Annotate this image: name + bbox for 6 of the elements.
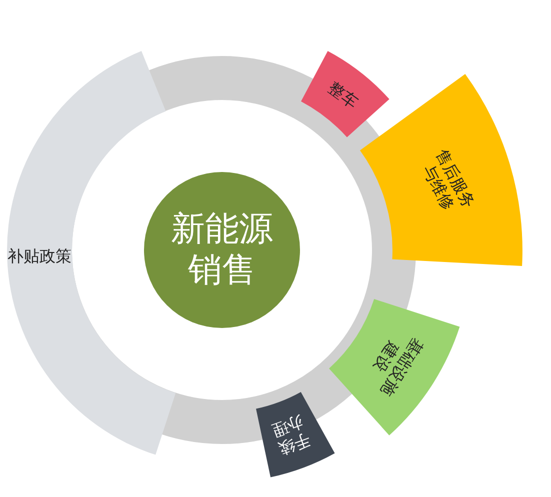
segment-label: 基础设施建设 xyxy=(368,334,428,401)
segment-label: 手续办理 xyxy=(268,410,314,460)
segment-label: 售后服务与维修 xyxy=(418,144,480,216)
center-label: 新能源销售 xyxy=(170,209,274,291)
segment-label: 整车 xyxy=(323,76,363,114)
segment-label: 补贴政策 xyxy=(6,246,73,266)
